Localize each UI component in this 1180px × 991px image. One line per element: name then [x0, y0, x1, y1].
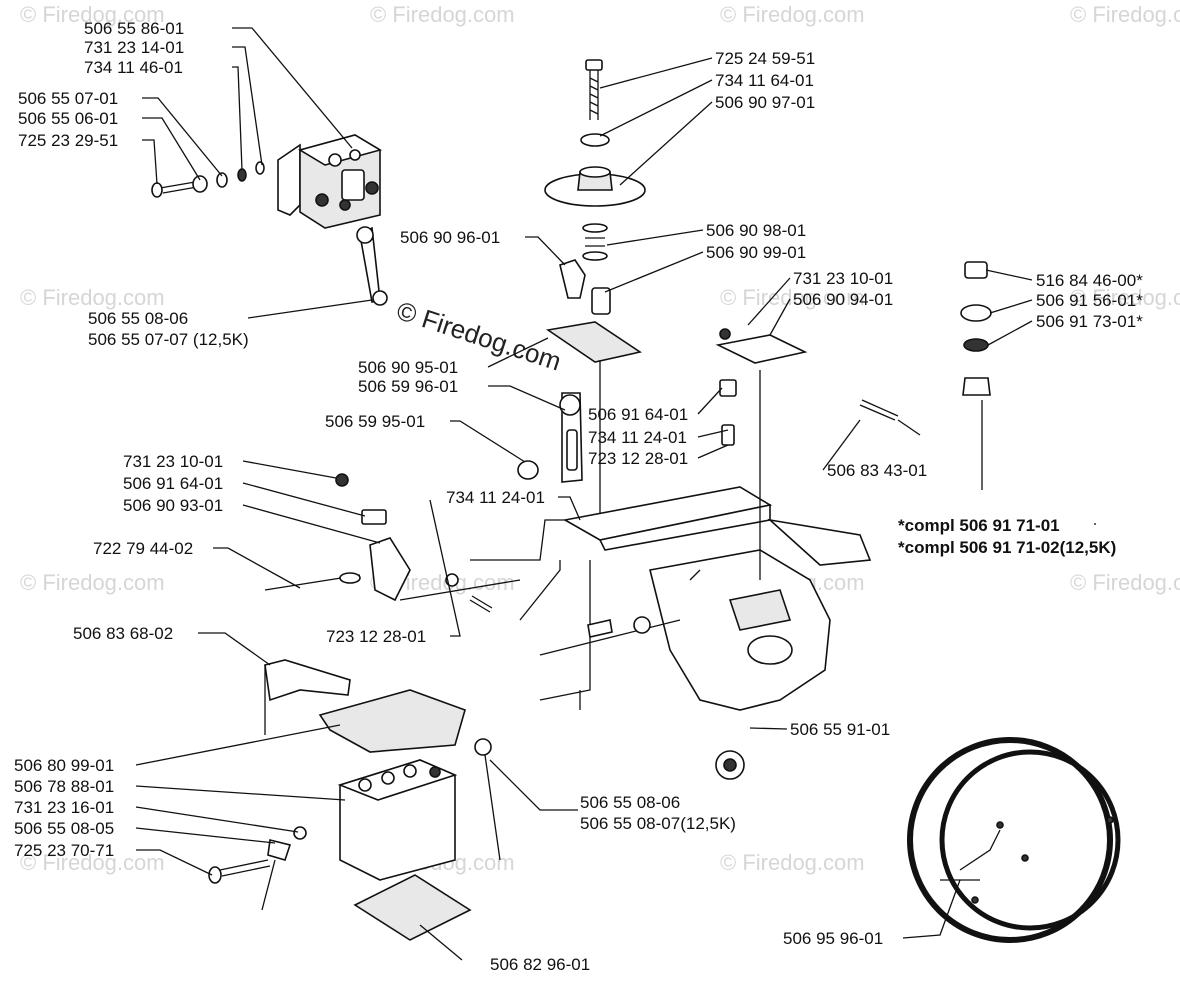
- part-label: 725 23 29-51: [18, 131, 118, 150]
- part-label: 506 55 06-01: [18, 109, 118, 128]
- ignition-switch-drawing: [960, 261, 992, 490]
- microswitch-drawing: [264, 473, 521, 613]
- part-label: 506 55 08-06: [580, 793, 680, 812]
- part-label: 734 11 24-01: [588, 428, 687, 447]
- watermark: © Firedog.com: [720, 850, 865, 875]
- part-label: 506 82 96-01: [490, 955, 590, 974]
- part-label: 506 55 91-01: [790, 720, 890, 739]
- watermark: © Firedog.com: [1070, 285, 1180, 310]
- part-label: 731 23 10-01: [793, 269, 893, 288]
- part-label: 506 90 96-01: [400, 228, 500, 247]
- part-label: 506 78 88-01: [14, 777, 114, 796]
- part-label: 506 55 07-01: [18, 89, 118, 108]
- leader-lines: [135, 27, 1096, 961]
- part-label: 723 12 28-01: [326, 627, 426, 646]
- part-labels: 506 55 86-01 731 23 14-01 734 11 46-01 5…: [14, 19, 1143, 974]
- part-label: 506 55 08-05: [14, 819, 114, 838]
- watermark: © Firedog.com: [1070, 570, 1180, 595]
- watermark: © Firedog.com: [20, 2, 165, 27]
- part-label: 506 55 86-01: [84, 19, 184, 38]
- part-label: 506 91 56-01*: [1036, 291, 1143, 310]
- part-label: 506 90 98-01: [706, 221, 806, 240]
- part-label: 506 59 95-01: [325, 412, 425, 431]
- part-label: 506 90 93-01: [123, 496, 223, 515]
- throttle-plate-drawing: [715, 328, 921, 580]
- part-label: 506 55 08-06: [88, 309, 188, 328]
- part-label: 506 90 97-01: [715, 93, 815, 112]
- part-label: 731 23 10-01: [123, 452, 223, 471]
- part-label: 725 23 70-71: [14, 841, 114, 860]
- part-label: 506 91 64-01: [588, 405, 688, 424]
- part-label: 506 90 95-01: [358, 358, 458, 377]
- gear-drawing: [715, 750, 745, 780]
- part-label: *compl 506 91 71-01: [898, 516, 1060, 535]
- wiring-harness-drawing: [907, 737, 1121, 943]
- part-label: 506 55 07-07 (12,5K): [88, 330, 249, 349]
- part-label: 722 79 44-02: [93, 539, 193, 558]
- pedal-assembly-drawing: [517, 59, 646, 530]
- part-label: 506 80 99-01: [14, 756, 114, 775]
- part-label: *compl 506 91 71-02(12,5K): [898, 538, 1116, 557]
- part-label: 506 83 68-02: [73, 624, 173, 643]
- part-label: 506 59 96-01: [358, 377, 458, 396]
- watermark: © Firedog.com: [20, 285, 165, 310]
- part-label: 723 12 28-01: [588, 449, 688, 468]
- part-label: 731 23 14-01: [84, 38, 184, 57]
- watermark: © Firedog.com: [720, 2, 865, 27]
- watermark: © Firedog.com: [370, 2, 515, 27]
- part-label: 506 90 99-01: [706, 243, 806, 262]
- part-label: 506 55 08-07(12,5K): [580, 814, 736, 833]
- part-label: 506 83 43-01: [827, 461, 927, 480]
- battery-drawing: [208, 659, 501, 941]
- part-label: 516 84 46-00*: [1036, 271, 1143, 290]
- part-label: 725 24 59-51: [715, 49, 815, 68]
- part-label: 734 11 24-01: [446, 488, 545, 507]
- watermark: © Firedog.com: [720, 285, 865, 310]
- part-drawings: [151, 59, 1121, 943]
- solenoid-drawing: [151, 134, 388, 306]
- part-label: 734 11 46-01: [84, 58, 183, 77]
- part-label: 731 23 16-01: [14, 798, 114, 817]
- part-label: 734 11 64-01: [715, 71, 814, 90]
- watermark: © Firedog.com: [20, 850, 165, 875]
- frame-drawing: [470, 486, 872, 711]
- part-label: 506 91 64-01: [123, 474, 223, 493]
- watermark: © Firedog.com: [20, 570, 165, 595]
- part-label: 506 91 73-01*: [1036, 312, 1143, 331]
- part-label: 506 95 96-01: [783, 929, 883, 948]
- part-label: 506 90 94-01: [793, 290, 893, 309]
- watermark: © Firedog.com: [1070, 2, 1180, 27]
